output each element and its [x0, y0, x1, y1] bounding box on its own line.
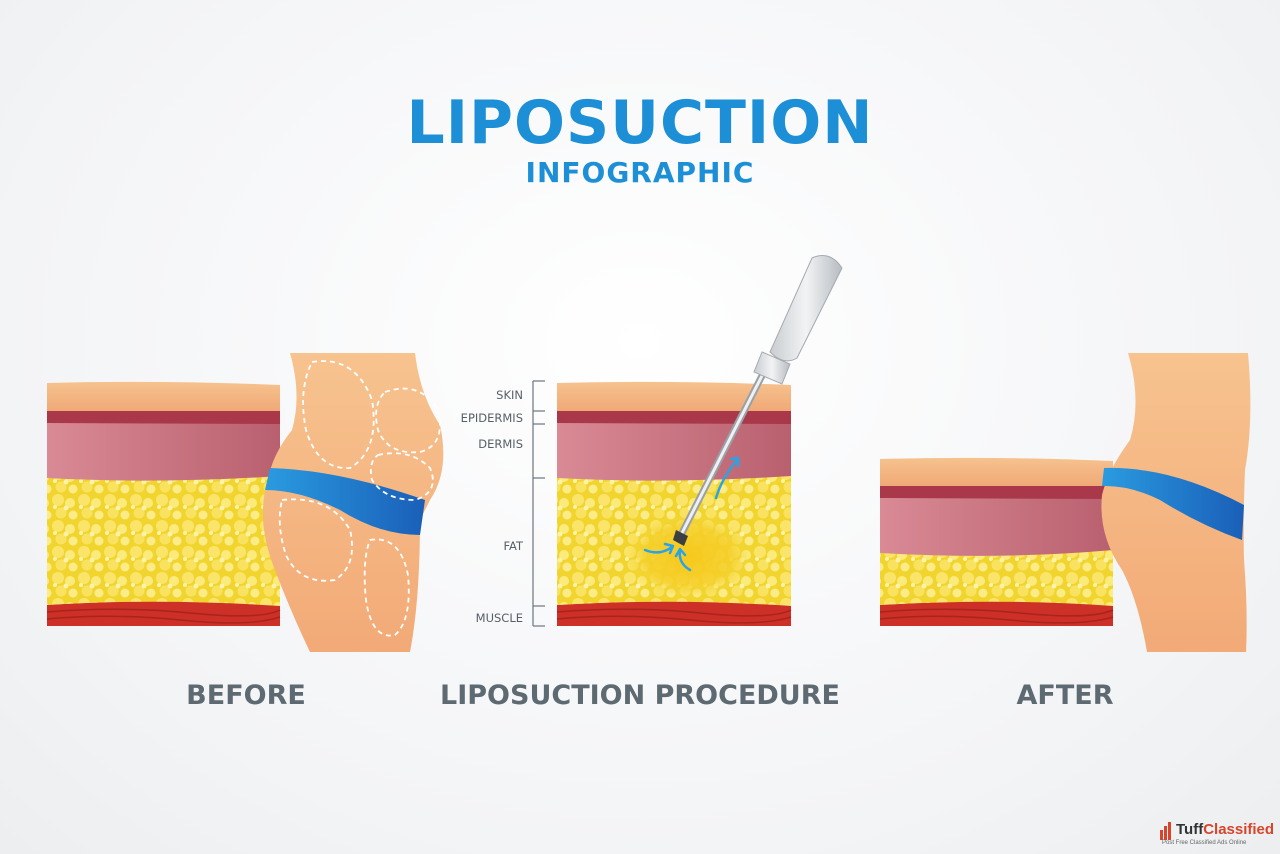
label-muscle: MUSCLE	[476, 611, 523, 625]
after-fat-layer	[880, 548, 1113, 606]
after-swimsuit	[1102, 467, 1244, 540]
suction-zone	[626, 514, 750, 598]
after-skin-section	[879, 457, 1114, 626]
after-dermis-layer	[880, 495, 1113, 556]
arrow-up	[714, 458, 739, 500]
watermark-name-part2: Classified	[1203, 821, 1275, 838]
cannula-tip	[673, 530, 688, 546]
caption-procedure: LIPOSUCTION PROCEDURE	[440, 680, 840, 711]
before-muscle-layer	[47, 600, 280, 626]
after-skin-layer	[880, 457, 1113, 486]
procedure-skin-section	[556, 381, 792, 626]
label-epidermis: EPIDERMIS	[461, 411, 523, 425]
label-dermis: DERMIS	[478, 437, 523, 451]
after-epidermis-layer	[880, 485, 1113, 499]
caption-before: BEFORE	[186, 680, 306, 711]
procedure-epidermis-layer	[557, 410, 791, 424]
before-swimsuit	[265, 468, 425, 535]
bar-chart-icon	[1160, 822, 1171, 840]
cannula	[673, 255, 843, 546]
watermark-tagline: Post Free Classified Ads Online	[1162, 840, 1247, 846]
before-fat-layer	[47, 474, 280, 606]
before-skin-layer	[47, 381, 280, 411]
procedure-dermis-layer	[557, 420, 791, 481]
before-skin-section	[46, 381, 281, 626]
after-muscle-layer	[880, 600, 1113, 626]
layer-bracket	[532, 380, 545, 627]
page-title: LIPOSUCTION	[406, 88, 874, 158]
label-fat: FAT	[503, 539, 524, 553]
before-body-silhouette	[262, 353, 444, 652]
caption-after: AFTER	[1016, 680, 1114, 711]
cannula-handle	[769, 255, 843, 362]
watermark-name: TuffClassified	[1176, 821, 1274, 838]
before-epidermis-layer	[47, 410, 280, 424]
procedure-skin-layer	[557, 381, 791, 411]
suction-arrows	[643, 456, 740, 572]
arrow-left-in	[643, 545, 674, 554]
page-subtitle: INFOGRAPHIC	[525, 156, 755, 189]
label-skin: SKIN	[496, 388, 523, 402]
arrow-bottom-in	[678, 548, 692, 572]
before-dermis-layer	[47, 420, 280, 481]
procedure-muscle-layer	[557, 600, 791, 626]
fat-zone-outlines	[278, 360, 441, 637]
watermark-name-part1: Tuff	[1176, 821, 1204, 838]
watermark-logo[interactable]: TuffClassified Post Free Classified Ads …	[1160, 820, 1276, 850]
after-body-silhouette	[1101, 353, 1251, 652]
